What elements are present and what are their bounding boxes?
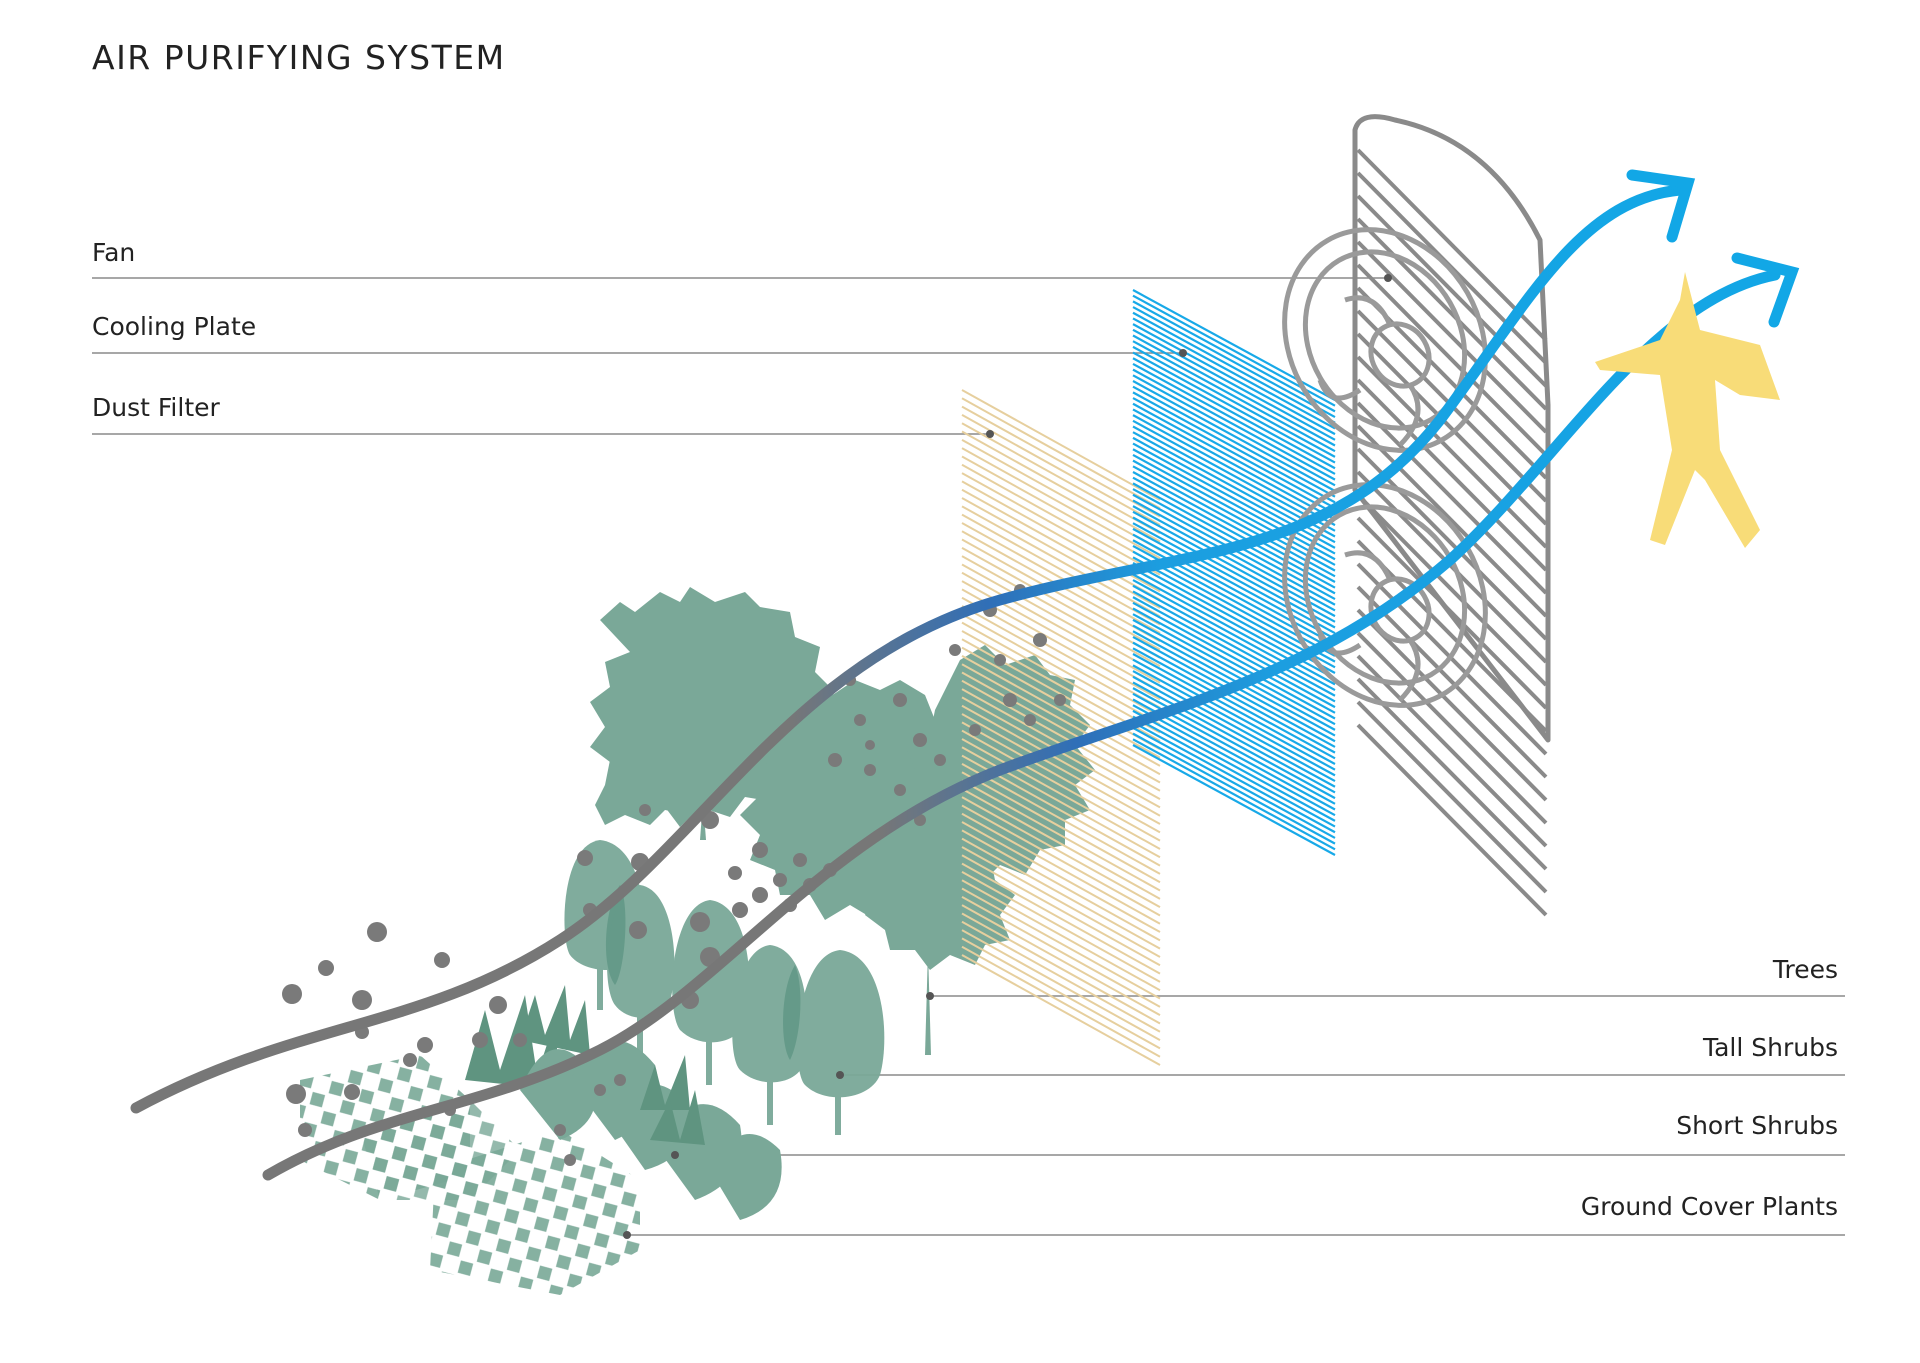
airflow-upper bbox=[130, 184, 1686, 1114]
label-tall-shrubs: Tall Shrubs bbox=[1702, 1033, 1838, 1062]
leader-short-shrubs-dot bbox=[671, 1151, 679, 1159]
person-silhouette bbox=[1595, 272, 1780, 548]
ground-cover-plants-illustration bbox=[300, 1055, 640, 1295]
label-cooling-plate: Cooling Plate bbox=[92, 312, 257, 341]
leader-dust-filter-dot bbox=[986, 430, 994, 438]
arrowhead-upper bbox=[1626, 169, 1696, 243]
trees-illustration bbox=[590, 587, 1095, 970]
arrowhead-lower bbox=[1731, 252, 1800, 328]
fan-upper bbox=[1282, 227, 1488, 453]
short-shrubs-illustration bbox=[465, 985, 782, 1220]
label-fan: Fan bbox=[92, 238, 136, 267]
leader-cooling-plate-dot bbox=[1179, 349, 1187, 357]
leader-dots bbox=[623, 274, 1392, 1239]
label-trees: Trees bbox=[1772, 955, 1838, 984]
page-title: AIR PURIFYING SYSTEM bbox=[92, 38, 506, 77]
label-dust-filter: Dust Filter bbox=[92, 393, 220, 422]
leader-trees-dot bbox=[926, 992, 934, 1000]
leader-fan-dot bbox=[1384, 274, 1392, 282]
label-short-shrubs: Short Shrubs bbox=[1676, 1111, 1838, 1140]
airflow-paths bbox=[130, 169, 1800, 1181]
airflow-lower bbox=[262, 269, 1781, 1181]
leader-ground-cover-plants-dot bbox=[623, 1231, 631, 1239]
leader-tall-shrubs-dot bbox=[836, 1071, 844, 1079]
fan-unit bbox=[1282, 114, 1551, 917]
label-ground-cover-plants: Ground Cover Plants bbox=[1580, 1192, 1838, 1221]
